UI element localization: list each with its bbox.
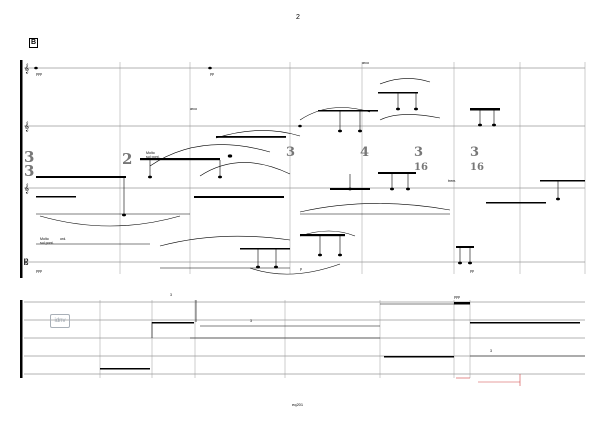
red-marking (456, 374, 521, 386)
dynamic-6: ppp (454, 295, 460, 299)
technique-1: Molto (146, 151, 155, 155)
technique-2: sul pont. (146, 155, 160, 159)
time-sig-bottom-6: 16 (470, 162, 484, 173)
treble-clef-2: 𝄞 (24, 121, 29, 132)
dynamic-3: ppp (36, 269, 42, 273)
watermark-logo: idnv (50, 314, 70, 328)
slurs (39, 78, 451, 275)
time-sig-top-6: 3 (470, 145, 479, 160)
note-beams (36, 92, 585, 370)
rehearsal-mark: B (29, 38, 39, 48)
time-sig-top-5: 3 (414, 145, 423, 160)
treble-clef-1: 𝄞 (24, 63, 29, 74)
time-sig-bottom-5: 16 (414, 162, 428, 173)
dynamic-1: ppp (36, 72, 42, 76)
alto-clef: 𝄡 (24, 257, 29, 267)
technique-6: arco (190, 107, 197, 111)
tuplet-1: 3 (170, 293, 172, 297)
time-sig-top-2: 2 (122, 150, 132, 168)
treble-clef-3: 𝄞 (24, 183, 29, 194)
technique-3: Molto (40, 237, 49, 241)
sustain-lines (36, 213, 585, 357)
technique-5: ord. (60, 237, 66, 241)
footer-code: eq201 (292, 402, 304, 407)
time-sig-top-1: 3 (24, 148, 34, 166)
time-sig-top-3: 3 (286, 145, 295, 160)
system-bracket-upper (20, 60, 23, 278)
marking-trem: trem. (448, 179, 456, 183)
time-signatures: 3 3 2 3 4 3 16 3 16 (24, 145, 484, 180)
technique-7: arco (362, 61, 369, 65)
system-bracket-lower (20, 300, 23, 378)
technique-4: sul pont. (40, 241, 54, 245)
performance-text: ppp pp ppp pp p ppp Molto sul pont. Molt… (36, 61, 492, 353)
noteheads (34, 66, 560, 269)
dynamic-2: pp (210, 72, 214, 76)
note-stems (123, 92, 559, 338)
tuplet-2: 3 (250, 319, 252, 323)
time-sig-bottom-1: 3 (24, 162, 34, 180)
dynamic-5: p (300, 267, 302, 271)
dynamic-4: pp (470, 269, 474, 273)
tuplet-3: 3 (490, 349, 492, 353)
barlines (99, 62, 586, 378)
time-sig-top-4: 4 (360, 145, 369, 160)
page-number: 2 (296, 14, 300, 21)
